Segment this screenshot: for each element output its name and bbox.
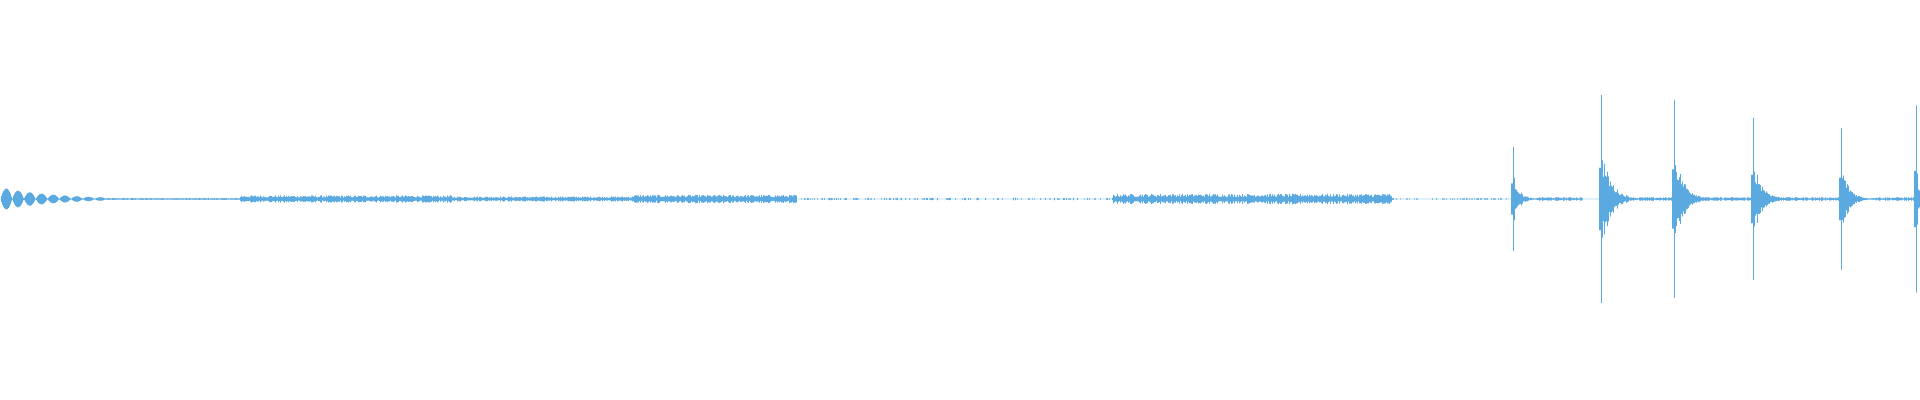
waveform-samples bbox=[1, 95, 1920, 303]
waveform-trace bbox=[1, 95, 1920, 303]
